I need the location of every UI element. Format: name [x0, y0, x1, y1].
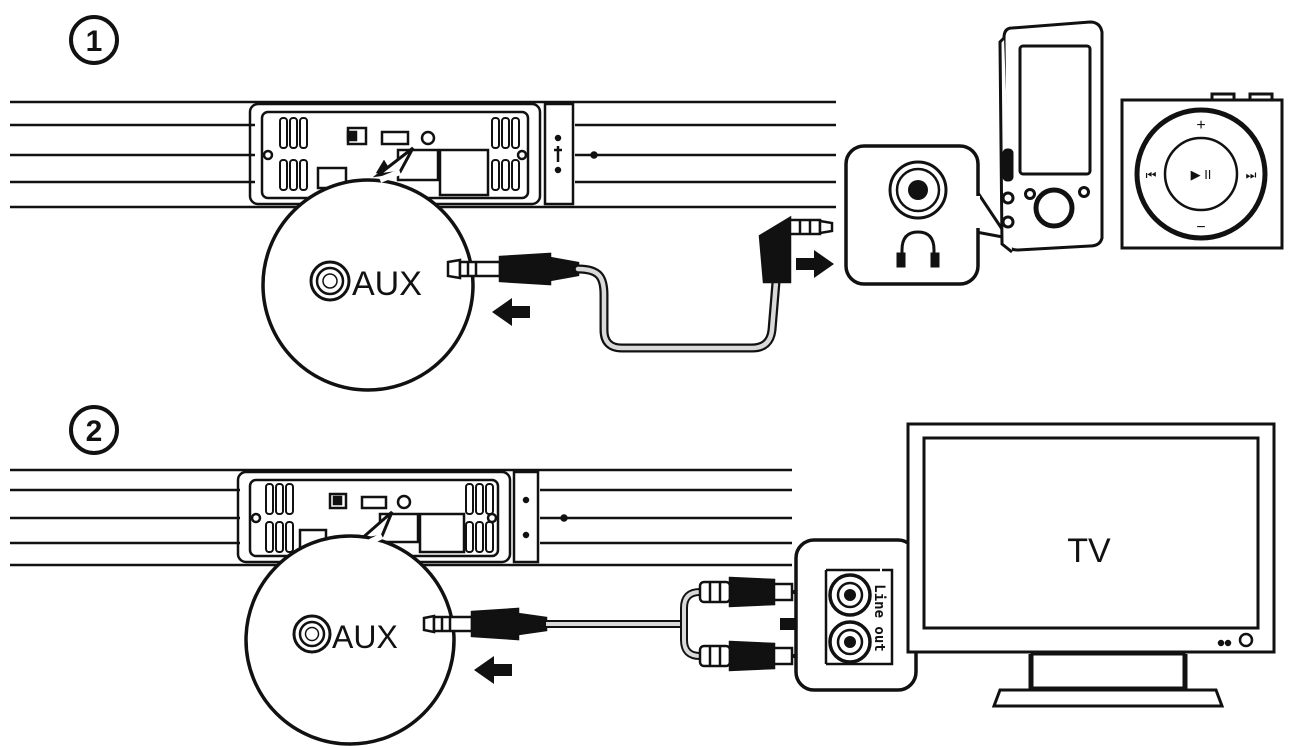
volume-up-label: +: [1196, 117, 1205, 134]
rca-plug-top: [698, 576, 804, 608]
rca-jack-bottom: [828, 620, 872, 664]
rca-plug-bottom: [698, 640, 804, 672]
arrow-into-headphone-jack: [796, 250, 834, 278]
rca-jack-top: [828, 573, 872, 617]
television: [906, 422, 1276, 708]
aux-port-icon: [309, 260, 351, 302]
aux-port-icon: [292, 614, 332, 654]
play-pause-label: ▶ II: [1191, 167, 1212, 182]
audio-cable: [573, 264, 781, 353]
arrow-into-aux: [492, 298, 530, 326]
headphone-jack-icon: [896, 230, 940, 268]
previous-track-label: ⏮: [1146, 168, 1157, 182]
arrow-into-aux: [474, 656, 512, 684]
aux-zoom-bubble: AUX: [244, 510, 456, 746]
soundbar-rear: [10, 100, 836, 209]
aux-plug: [422, 607, 548, 641]
step-2: 2: [10, 405, 1276, 746]
media-player: [998, 20, 1104, 254]
aux-label: AUX: [352, 265, 422, 303]
headphone-jack-callout: [844, 144, 1012, 286]
step-number: 2: [86, 415, 103, 448]
rca-cable: [546, 588, 701, 660]
aux-plug: [446, 252, 580, 286]
aux-label: AUX: [332, 619, 398, 655]
line-out-label: Line out: [871, 584, 887, 651]
step-1: 1: [10, 15, 1284, 392]
step-number: 1: [86, 25, 103, 58]
step-badge-1: 1: [69, 15, 119, 65]
line-out-callout: Line out: [794, 538, 948, 692]
aux-zoom-bubble: AUX: [261, 146, 475, 392]
next-track-label: ⏭: [1246, 168, 1257, 182]
right-angle-plug: [758, 215, 834, 284]
tv-label: TV: [1067, 532, 1111, 570]
volume-down-label: −: [1196, 219, 1205, 236]
step-badge-2: 2: [69, 405, 119, 455]
mini-player: [1120, 92, 1284, 250]
